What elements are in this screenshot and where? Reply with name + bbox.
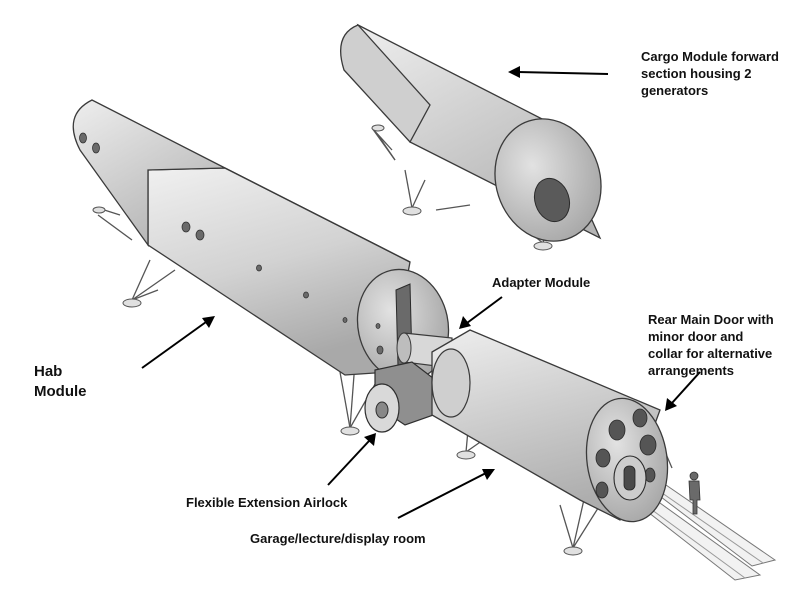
cargo-label-line-1: Cargo Module forward [641, 49, 779, 64]
adapter-label-line-1: Adapter Module [492, 275, 591, 290]
leader-arrows [141, 66, 701, 519]
hab-footpads [92, 206, 360, 436]
cargo-label-line-3: generators [641, 83, 709, 98]
hab-label-line-2: Module [34, 383, 87, 400]
hab-arrow [141, 321, 207, 369]
minor-door [613, 455, 647, 501]
rear-main-door-label: Rear Main Door with minor door and colla… [648, 311, 774, 379]
cargo-module [340, 23, 602, 251]
adapter-arrow [466, 296, 503, 324]
garage-arrow [397, 472, 487, 519]
adapter-module-label: Adapter Module [492, 274, 590, 291]
rear-label-line-4: arrangements [648, 363, 734, 378]
hab-portholes [79, 132, 384, 355]
airlock-label-line-1: Flexible Extension Airlock [186, 495, 348, 510]
garage-label: Garage/lecture/display room [250, 530, 426, 547]
hab-module-label: Hab Module [34, 362, 87, 402]
flexible-extension-airlock [364, 361, 443, 433]
cargo-label-line-2: section housing 2 [641, 66, 752, 81]
garage-label-line-1: Garage/lecture/display room [250, 531, 426, 546]
airlock-arrow [327, 440, 370, 486]
cargo-cone [340, 24, 431, 144]
cargo-footpads [371, 124, 553, 251]
rear-label-line-1: Rear Main Door with [648, 312, 774, 327]
hab-cone [72, 99, 226, 248]
cargo-hatch [533, 177, 571, 223]
rear-door-openings [595, 408, 657, 499]
rear-label-line-2: minor door and [648, 329, 744, 344]
rear-label-line-3: collar for alternative [648, 346, 773, 361]
rear-door-arrow [671, 371, 701, 404]
human-scale-figure [688, 471, 701, 515]
hab-label-line-1: Hab [34, 363, 63, 380]
cargo-module-label: Cargo Module forward section housing 2 g… [641, 48, 779, 99]
airlock-label: Flexible Extension Airlock [186, 494, 347, 511]
garage-footpads [456, 450, 583, 556]
cargo-arrow [517, 71, 609, 75]
garage-module [431, 329, 777, 581]
hab-module [72, 99, 450, 436]
